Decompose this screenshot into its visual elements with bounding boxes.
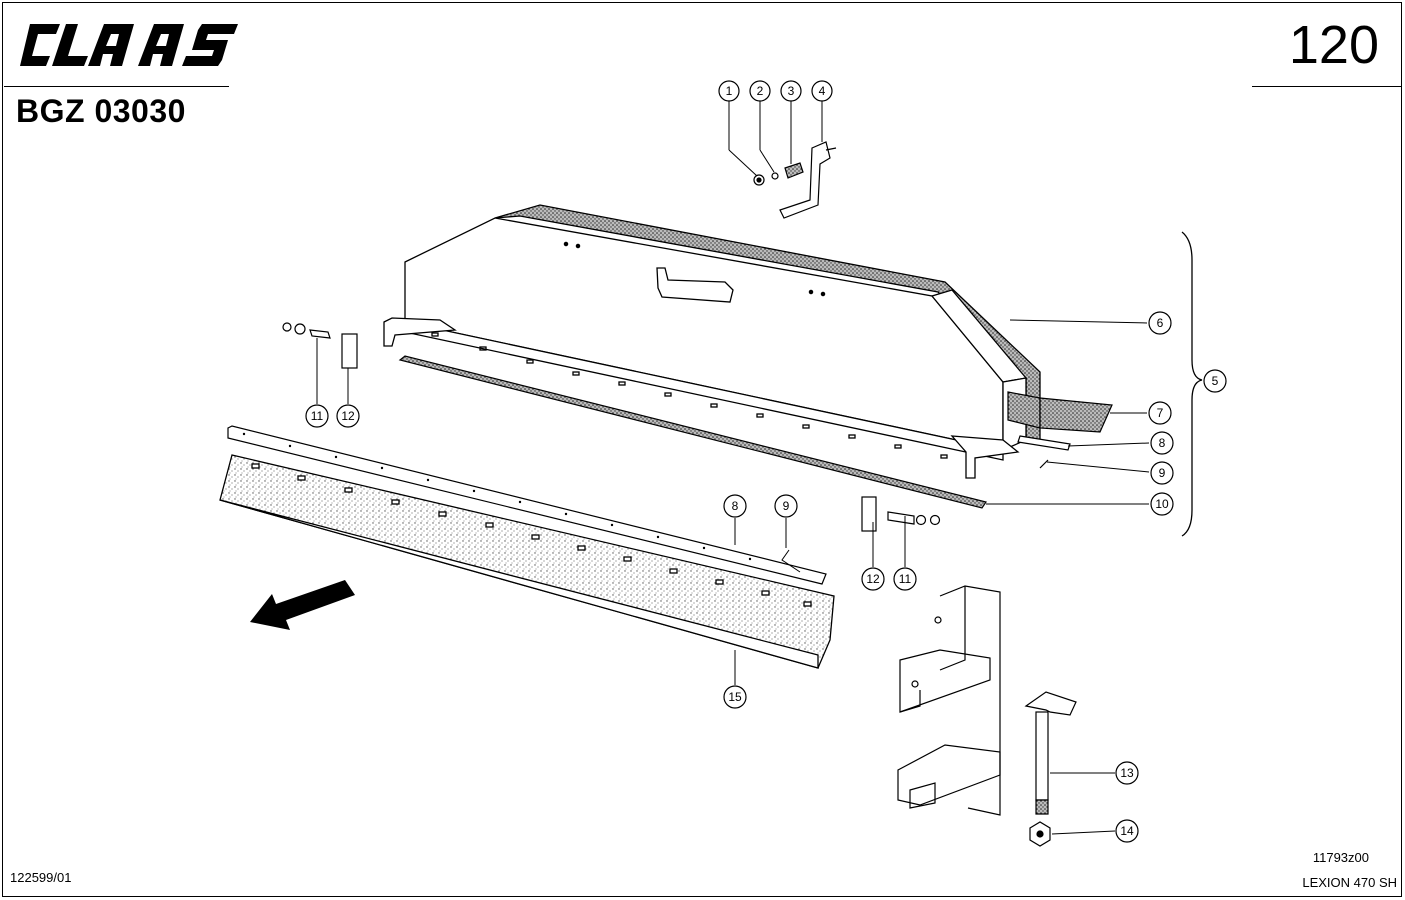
svg-text:5: 5: [1212, 374, 1219, 388]
svg-text:9: 9: [1159, 466, 1166, 480]
svg-text:9: 9: [783, 499, 790, 513]
pin-9: [1039, 459, 1049, 469]
svg-text:7: 7: [1157, 406, 1164, 420]
right-hardware: [861, 496, 941, 532]
svg-text:12: 12: [866, 572, 880, 586]
svg-text:15: 15: [728, 690, 742, 704]
svg-text:12: 12: [341, 409, 355, 423]
callout-12a: 12: [336, 404, 360, 428]
callout-9a: 9: [1150, 461, 1174, 485]
leader-lines: [316, 101, 1150, 835]
callout-6: 6: [1148, 311, 1172, 335]
callout-8b: 8: [723, 494, 747, 518]
callout-15: 15: [723, 685, 747, 709]
clamp-bar-8: [227, 425, 827, 585]
seal-strip-7: [1007, 391, 1113, 433]
svg-text:13: 13: [1120, 766, 1134, 780]
callout-10: 10: [1150, 492, 1174, 516]
callout-14: 14: [1115, 819, 1139, 843]
callout-7: 7: [1148, 401, 1172, 425]
callout-5: 5: [1203, 369, 1227, 393]
nut-14: [1029, 821, 1051, 847]
bar-8: [1017, 435, 1071, 451]
header-rule-left: [4, 86, 229, 87]
svg-text:8: 8: [732, 499, 739, 513]
header-rule-right: [1252, 86, 1402, 87]
callout-9b: 9: [774, 494, 798, 518]
callout-13: 13: [1115, 761, 1139, 785]
direction-arrow-icon: [250, 580, 355, 630]
top-hardware: [753, 141, 837, 219]
callout-1: 1: [718, 80, 740, 102]
svg-text:2: 2: [757, 84, 764, 98]
drawing-reference: 11793z00: [1312, 850, 1369, 865]
page-number: 120: [1288, 15, 1379, 75]
callout-12b: 12: [861, 567, 885, 591]
callout-11a: 11: [305, 404, 329, 428]
svg-text:8: 8: [1159, 436, 1166, 450]
frame-bracket: [897, 585, 1001, 816]
svg-text:4: 4: [819, 84, 826, 98]
callout-8a: 8: [1150, 431, 1174, 455]
svg-text:10: 10: [1155, 497, 1169, 511]
svg-text:14: 14: [1120, 824, 1134, 838]
svg-text:1: 1: [726, 84, 733, 98]
callout-11b: 11: [893, 567, 917, 591]
svg-text:3: 3: [788, 84, 795, 98]
svg-text:11: 11: [311, 409, 324, 423]
left-hardware: [282, 322, 358, 369]
svg-text:6: 6: [1157, 316, 1164, 330]
callout-3: 3: [780, 80, 802, 102]
machine-model: LEXION 470 SH: [1302, 875, 1397, 890]
claas-logo: [16, 20, 241, 75]
svg-text:11: 11: [899, 572, 912, 586]
document-code: BGZ 03030: [16, 93, 186, 129]
round-seal-10: [398, 355, 987, 509]
callout-4: 4: [811, 80, 833, 102]
group-bracket-5: [1181, 231, 1203, 537]
rubber-flap-15: [219, 454, 835, 669]
pin-13: [1024, 691, 1077, 815]
footer-left-code: 122599/01: [10, 870, 72, 885]
callout-2: 2: [749, 80, 771, 102]
